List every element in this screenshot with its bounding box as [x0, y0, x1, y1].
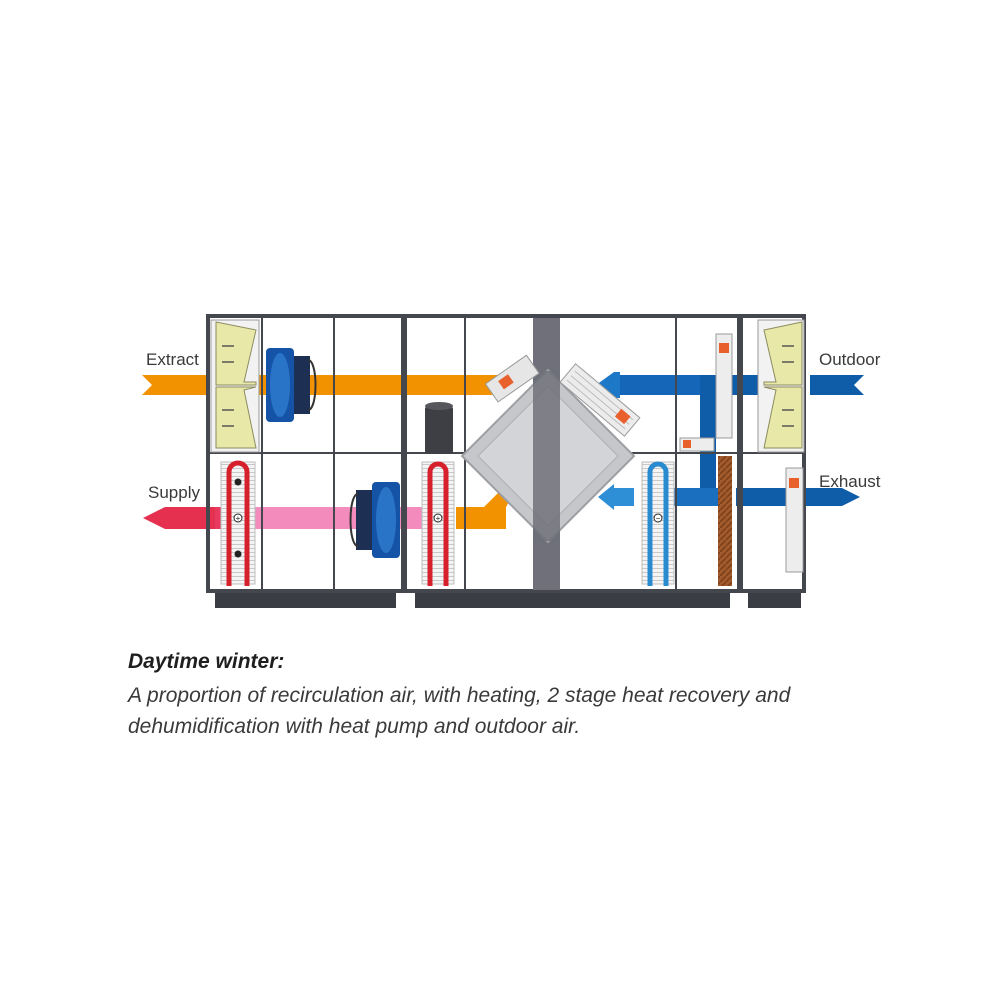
supply-label: Supply — [148, 483, 200, 502]
base-frame — [215, 592, 801, 608]
svg-text:+: + — [236, 514, 241, 523]
bag-filter-icon — [210, 319, 805, 453]
caption-title: Daytime winter: — [128, 650, 285, 673]
exhaust-air-stream — [598, 484, 860, 510]
coil-icon: + + − — [220, 460, 675, 586]
outdoor-label: Outdoor — [819, 350, 881, 369]
wetted-pad — [718, 456, 732, 586]
svg-text:+: + — [436, 514, 441, 523]
plate-heat-exchanger-icon — [460, 368, 636, 544]
heating-coil-condenser: + — [421, 461, 455, 586]
extract-air-stream — [142, 375, 501, 395]
heating-coil-supply: + — [220, 460, 256, 586]
svg-text:−: − — [656, 514, 661, 523]
plug-fan-icon — [266, 348, 400, 558]
compressor-icon — [425, 402, 453, 454]
outdoor-arrow-tail — [810, 375, 864, 395]
extract-arrow-tail — [142, 375, 210, 395]
exhaust-arrow-head — [806, 488, 860, 506]
extract-label: Extract — [146, 350, 199, 369]
caption-body: A proportion of recirculation air, with … — [128, 684, 791, 738]
supply-arrow-head — [143, 507, 215, 529]
cooling-coil-evaporator: − — [641, 461, 675, 586]
damper-icon — [484, 333, 804, 573]
exhaust-label: Exhaust — [819, 472, 881, 491]
